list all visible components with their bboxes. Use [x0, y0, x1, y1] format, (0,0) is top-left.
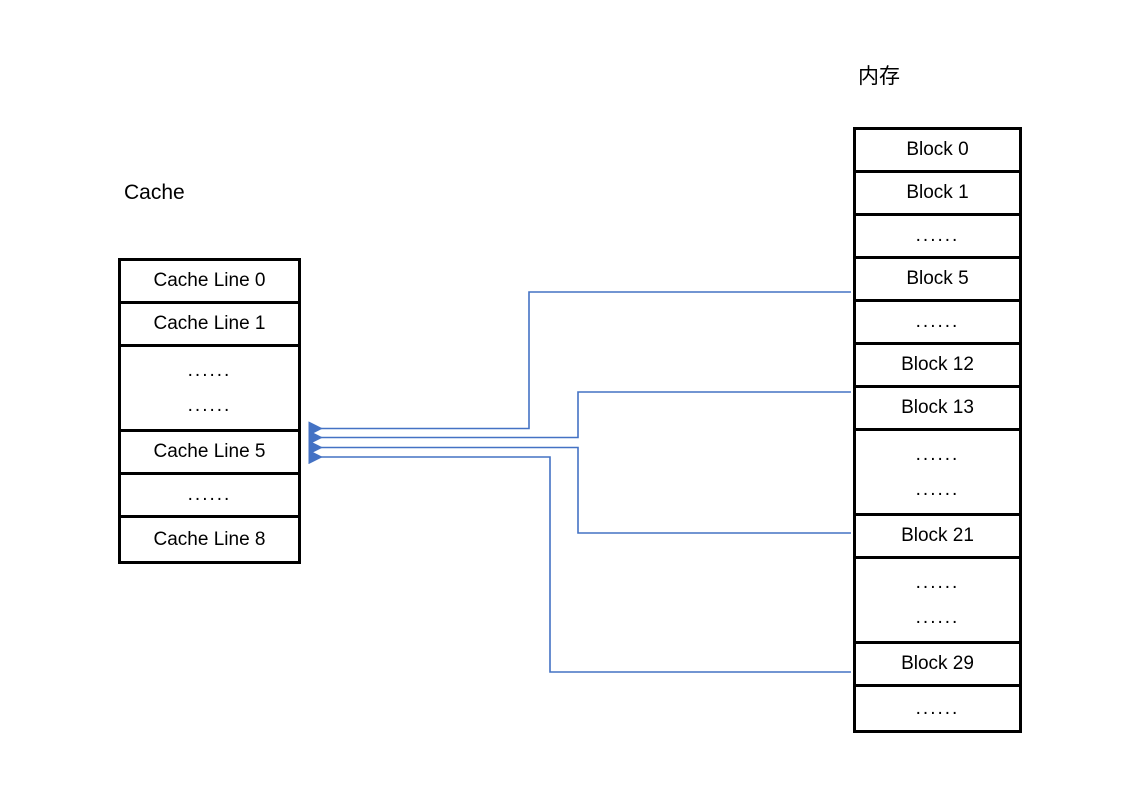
cache-line-row: Cache Line 0	[121, 261, 298, 304]
ellipsis-text: ......	[915, 225, 960, 247]
ellipsis-text: ......	[915, 606, 960, 628]
memory-block-row: ............	[856, 431, 1019, 516]
ellipsis-text: ......	[187, 484, 232, 506]
memory-block-row: Block 12	[856, 345, 1019, 388]
memory-block-row: Block 1	[856, 173, 1019, 216]
ellipsis-text: ......	[915, 311, 960, 333]
cache-line-row: Cache Line 5	[121, 432, 298, 475]
memory-title: 内存	[858, 65, 900, 88]
connector-block-21	[308, 440, 851, 534]
ellipsis-text: ......	[915, 478, 960, 500]
memory-block-row: Block 21	[856, 516, 1019, 559]
memory-block-row: Block 13	[856, 388, 1019, 431]
cache-line-row: Cache Line 8	[121, 518, 298, 561]
memory-block-label: Block 13	[901, 397, 974, 419]
memory-column: Block 0 Block 1...... Block 5...... Block 1…	[853, 127, 1022, 733]
ellipsis-text: ......	[915, 571, 960, 593]
ellipsis-text: ......	[915, 697, 960, 719]
cache-title: Cache	[124, 181, 185, 204]
memory-block-label: Block 1	[906, 182, 969, 204]
cache-line-row: Cache Line 1	[121, 304, 298, 347]
memory-block-row: ......	[856, 216, 1019, 259]
cache-line-row: ............	[121, 347, 298, 432]
cache-column: Cache Line 0 Cache Line 1............ Cach…	[118, 258, 301, 564]
cache-line-label: Cache Line 5	[153, 441, 266, 463]
ellipsis-text: ......	[187, 394, 232, 416]
memory-block-row: ......	[856, 302, 1019, 345]
memory-block-label: Block 0	[906, 139, 969, 161]
connector-block-13	[308, 391, 851, 445]
memory-block-row: Block 0	[856, 130, 1019, 173]
memory-block-row: Block 5	[856, 259, 1019, 302]
memory-block-label: Block 5	[906, 268, 969, 290]
memory-block-row: ......	[856, 687, 1019, 730]
cache-line-label: Cache Line 8	[153, 528, 266, 550]
connector-block-29	[308, 449, 851, 673]
cache-line-label: Cache Line 1	[153, 313, 266, 335]
memory-block-row: Block 29	[856, 644, 1019, 687]
ellipsis-text: ......	[915, 443, 960, 465]
connector-block-5	[308, 291, 851, 436]
cache-line-label: Cache Line 0	[153, 270, 266, 292]
memory-block-label: Block 21	[901, 525, 974, 547]
memory-block-row: ............	[856, 559, 1019, 644]
memory-block-label: Block 29	[901, 653, 974, 675]
memory-block-label: Block 12	[901, 354, 974, 376]
cache-line-row: ......	[121, 475, 298, 518]
ellipsis-text: ......	[187, 359, 232, 381]
